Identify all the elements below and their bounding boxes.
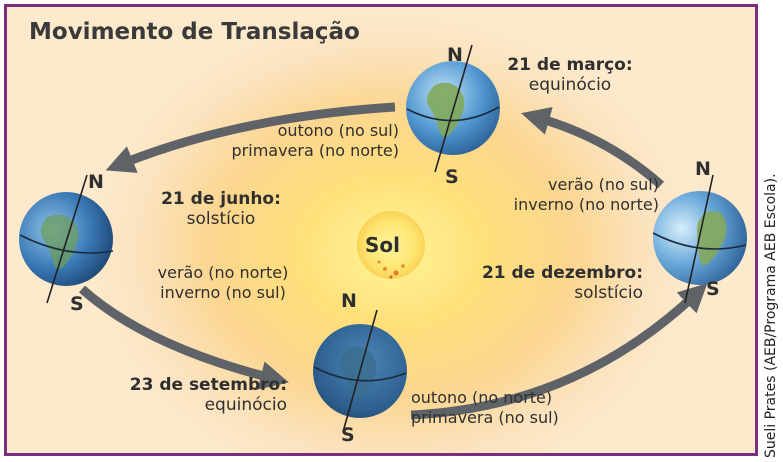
sun: [357, 211, 425, 279]
globe-september: [313, 309, 407, 433]
north-label-june: N: [88, 171, 104, 193]
sun-label: Sol: [365, 233, 400, 257]
season-note-bottom: outono (no norte) primavera (no sul): [411, 388, 631, 428]
season-note-right-line1: verão (no sul): [548, 175, 659, 194]
season-note-top-line1: outono (no sul): [277, 121, 399, 140]
december-event: solstício: [574, 283, 643, 303]
orbit-diagram: [19, 44, 747, 433]
north-label-march: N: [447, 44, 463, 66]
march-date: 21 de março:: [507, 55, 633, 75]
december-date: 21 de dezembro:: [481, 263, 643, 283]
globe-december: [652, 174, 747, 304]
diagram-title: Movimento de Translação: [29, 19, 360, 45]
orbit-arrow-december-to-march: [521, 106, 664, 189]
september-date: 23 de setembro:: [129, 375, 287, 395]
season-note-bottom-line2: primavera (no sul): [411, 408, 559, 427]
june-date: 21 de junho:: [161, 189, 281, 209]
globe-march: [406, 44, 500, 173]
september-event: equinócio: [204, 395, 287, 415]
diagram-frame: Movimento de Translação N S N S N S N S …: [4, 4, 758, 456]
march-label: 21 de março: equinócio: [495, 55, 645, 95]
season-note-right-line2: inverno (no norte): [513, 195, 659, 214]
south-label-december: S: [706, 278, 720, 300]
march-event: equinócio: [528, 75, 612, 95]
image-credit: Sueli Prates (AEB/Programa AEB Escola).: [763, 173, 779, 458]
june-event: solstício: [186, 209, 256, 229]
south-label-june: S: [70, 293, 84, 315]
globe-june: [19, 174, 114, 304]
orbit-arrow-march-to-june: [105, 102, 396, 173]
season-note-bottom-line1: outono (no norte): [411, 388, 553, 407]
north-label-december: N: [695, 158, 711, 180]
season-note-top-line2: primavera (no norte): [231, 141, 399, 160]
orbit-arrow-september-to-december: [410, 283, 708, 420]
season-note-left-line2: inverno (no sul): [160, 283, 286, 302]
june-label: 21 de junho: solstício: [146, 189, 296, 229]
season-note-left: verão (no norte) inverno (no sul): [125, 263, 321, 303]
season-note-right: verão (no sul) inverno (no norte): [463, 175, 659, 215]
december-label: 21 de dezembro: solstício: [447, 263, 643, 303]
orbit-arrow-june-to-september: [79, 285, 289, 390]
south-label-september: S: [341, 424, 355, 446]
september-label: 23 de setembro: equinócio: [91, 375, 287, 415]
north-label-september: N: [341, 290, 357, 312]
season-note-top: outono (no sul) primavera (no norte): [203, 121, 399, 161]
season-note-left-line1: verão (no norte): [157, 263, 289, 282]
south-label-march: S: [445, 166, 459, 188]
